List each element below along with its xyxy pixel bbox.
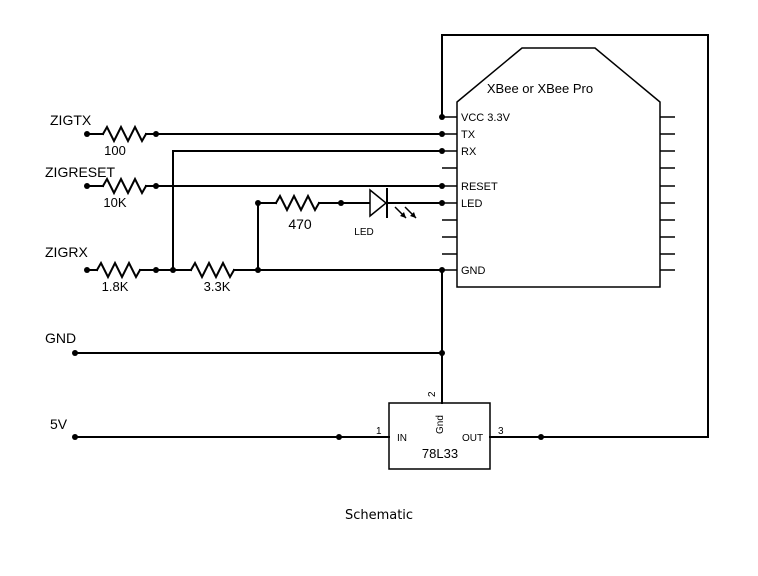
- xbee-module-title: XBee or XBee Pro: [487, 81, 593, 96]
- junction-dots: [153, 114, 544, 440]
- resistor-label-470: 470: [288, 216, 312, 232]
- resistor-100: [101, 124, 148, 144]
- regulator-pin-in: IN: [397, 433, 407, 444]
- zigreset-line: [86, 176, 443, 196]
- signal-label-zigreset: ZIGRESET: [45, 164, 115, 180]
- pin-label-tx: TX: [461, 129, 476, 141]
- regulator-name: 78L33: [422, 446, 458, 461]
- xbee-module-outline: [456, 47, 661, 288]
- pin-label-rx: RX: [461, 146, 477, 158]
- resistor-label-1-8k: 1.8K: [102, 279, 129, 294]
- signal-label-5v: 5V: [50, 416, 68, 432]
- terminal-dots: [72, 131, 90, 440]
- resistor-1-8k: [95, 260, 142, 280]
- regulator-pin-gnd: Gnd: [435, 415, 446, 434]
- pin-label-gnd: GND: [461, 265, 486, 277]
- regulator-pin-1-number: 1: [376, 426, 382, 437]
- led-symbol: [369, 188, 388, 218]
- rx-wire: [172, 150, 443, 271]
- led-branch: [257, 188, 443, 271]
- resistor-3-3k: [189, 260, 236, 280]
- pin-label-reset: RESET: [461, 181, 498, 193]
- led-label: LED: [354, 227, 373, 238]
- signal-label-gnd: GND: [45, 330, 76, 346]
- vcc-supply-wire: [441, 34, 709, 438]
- pin-label-led: LED: [461, 198, 482, 210]
- xbee-right-pins: [660, 116, 675, 271]
- resistor-label-10k: 10K: [103, 195, 126, 210]
- figure-caption: Schematic: [344, 508, 414, 523]
- resistor-label-3-3k: 3.3K: [204, 279, 231, 294]
- signal-label-zigtx: ZIGTX: [50, 112, 92, 128]
- resistor-470: [274, 193, 321, 213]
- regulator-pin-3-number: 3: [498, 426, 504, 437]
- pin-label-vcc: VCC 3.3V: [461, 112, 511, 124]
- resistor-label-100: 100: [104, 143, 126, 158]
- zigrx-line: [86, 260, 443, 280]
- xbee-left-pins: [442, 116, 457, 271]
- resistor-10k: [101, 176, 148, 196]
- zigtx-line: [86, 124, 443, 144]
- regulator-pin-2-number: 2: [427, 391, 438, 397]
- signal-label-zigrx: ZIGRX: [45, 244, 88, 260]
- regulator-pin-out: OUT: [462, 433, 483, 444]
